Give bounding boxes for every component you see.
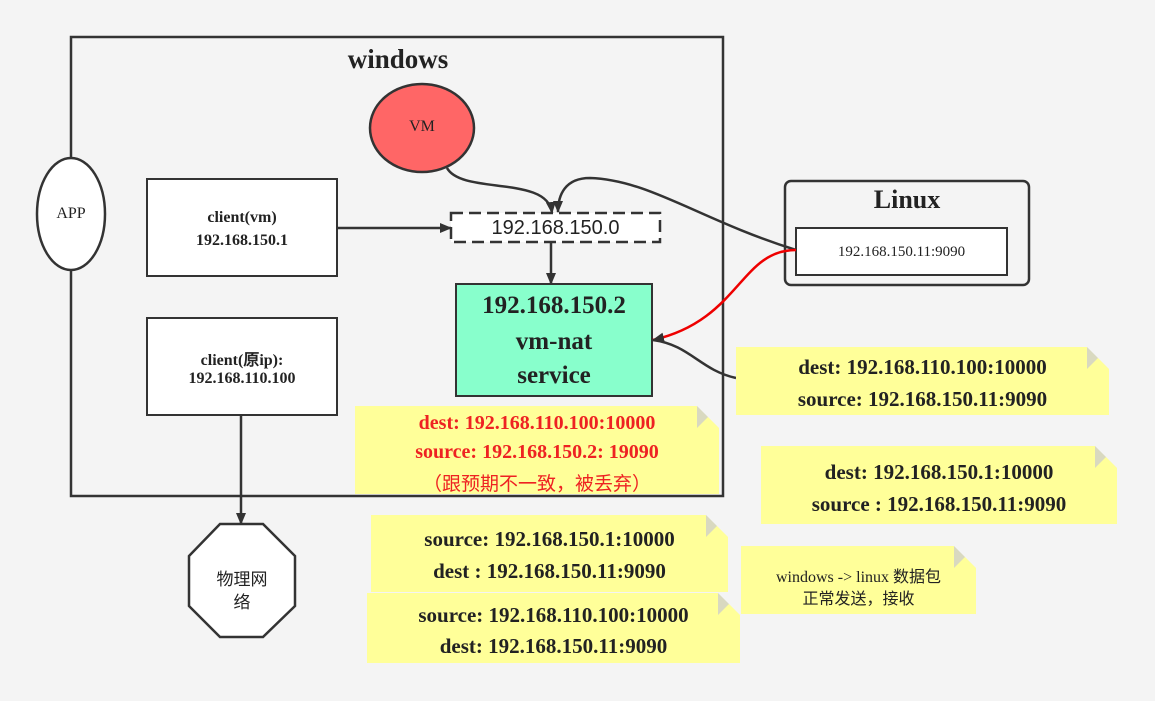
app-label: APP	[56, 205, 86, 222]
note-expected-line2: source : 192.168.150.11:9090	[811, 492, 1067, 516]
note-expected-line1: dest: 192.168.150.1:10000	[824, 460, 1054, 484]
physical-line2: 络	[233, 593, 251, 612]
note-out-orig-line1: source: 192.168.110.100:10000	[418, 603, 689, 627]
edge-note-to-nat	[652, 338, 737, 380]
client-orig-line1: client(原ip):	[200, 352, 284, 369]
note-out-vm: source: 192.168.150.1:10000 dest : 192.1…	[371, 515, 728, 592]
client-orig-line2: 192.168.110.100	[188, 370, 296, 387]
vm-label: VM	[409, 118, 435, 135]
note-out-vm-line2: dest : 192.168.150.11:9090	[433, 559, 666, 583]
note-dropped: dest: 192.168.110.100:10000 source: 192.…	[355, 406, 719, 495]
linux-title: Linux	[873, 185, 941, 214]
client-vm-line1: client(vm)	[207, 209, 277, 226]
physical-line1: 物理网	[216, 570, 268, 589]
note-dropped-line1: dest: 192.168.110.100:10000	[418, 412, 656, 434]
note-linux-reply-line2: source: 192.168.150.11:9090	[797, 387, 1048, 411]
note-linux-reply: dest: 192.168.110.100:10000 source: 192.…	[736, 347, 1109, 415]
edge-vm-to-subnet	[445, 167, 556, 214]
note-comment-line2: 正常发送，接收	[802, 591, 915, 608]
note-out-vm-line1: source: 192.168.150.1:10000	[424, 527, 675, 551]
nat-line1: 192.168.150.2	[482, 292, 626, 319]
edge-linux-to-subnet	[553, 176, 797, 252]
note-linux-reply-line1: dest: 192.168.110.100:10000	[798, 355, 1047, 379]
note-expected: dest: 192.168.150.1:10000 source : 192.1…	[761, 446, 1117, 524]
note-comment-line1: windows -> linux 数据包	[775, 569, 942, 586]
linux-addr: 192.168.150.11:9090	[837, 244, 966, 260]
vm-node	[368, 82, 476, 174]
edge-linux-to-nat-red	[652, 248, 797, 343]
client-vm-line2: 192.168.150.1	[196, 232, 288, 249]
note-dropped-line3: （跟预期不一致，被丢弃）	[422, 474, 651, 495]
nat-line2: vm-nat	[515, 328, 593, 355]
windows-title: windows	[347, 44, 449, 74]
note-out-orig-line2: dest: 192.168.150.11:9090	[439, 634, 668, 658]
linux-addr-box	[795, 227, 1008, 276]
client-vm-box	[146, 178, 338, 277]
note-comment: windows -> linux 数据包 正常发送，接收	[741, 546, 976, 614]
subnet-label: 192.168.150.0	[491, 217, 620, 239]
nat-box	[455, 283, 653, 397]
app-node	[35, 156, 107, 272]
note-dropped-line2: source: 192.168.150.2: 19090	[415, 441, 659, 463]
linux-boundary	[783, 179, 1031, 287]
nat-line3: service	[517, 362, 591, 389]
note-out-orig: source: 192.168.110.100:10000 dest: 192.…	[367, 593, 740, 663]
physical-network-node	[187, 522, 297, 639]
